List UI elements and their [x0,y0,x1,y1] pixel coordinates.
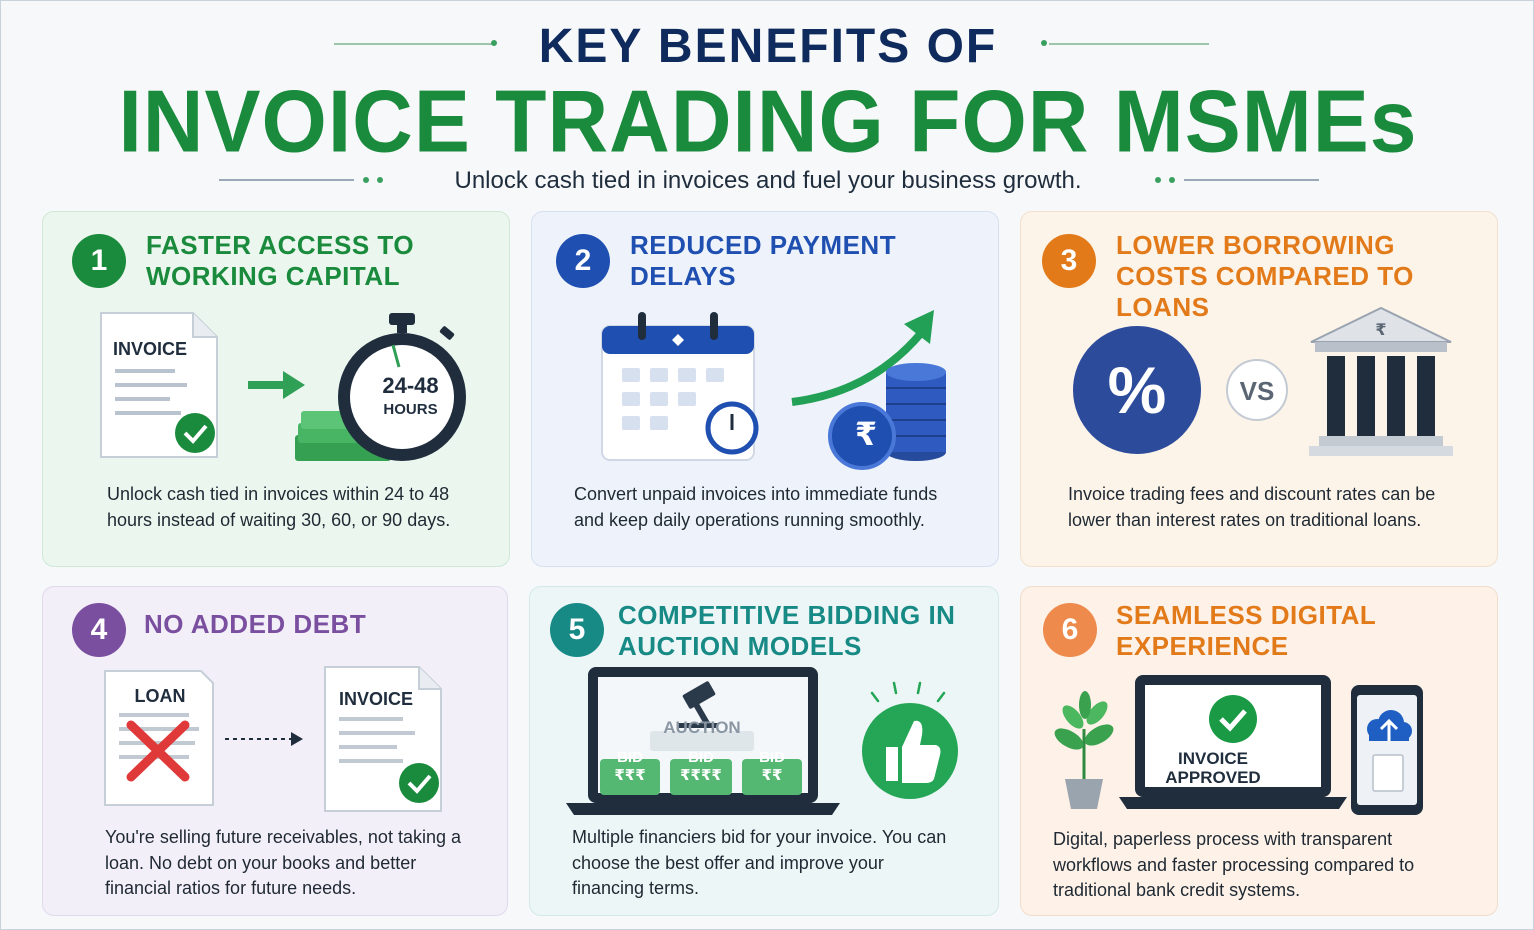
bid-card-2: BID ₹₹₹₹ [670,749,732,785]
card-description: Convert unpaid invoices into immediate f… [574,484,938,530]
decor-line [1184,179,1319,181]
bid-label: BID [759,749,785,766]
clock-icon [705,401,759,455]
invoice-label: INVOICE [338,689,413,709]
bid-cards [600,759,802,795]
invoice-document-icon [324,666,442,812]
card-number: 5 [550,603,604,657]
card-description: Unlock cash tied in invoices within 24 t… [107,484,451,530]
decor-dot [363,177,369,183]
card-illustration [601,310,946,470]
page-subtitle: Unlock cash tied in invoices and fuel yo… [454,167,1082,194]
bid-amount: ₹₹ [761,767,783,784]
decor-line [334,43,494,45]
timer-value: 24-48 [382,373,439,398]
card-title: REDUCED PAYMENT DELAYS [630,230,897,291]
card-description: Multiple financiers bid for your invoice… [572,827,947,898]
rupee-coin-icon [828,363,946,470]
card-description: Digital, paperless process with transpar… [1053,829,1415,900]
percent-symbol: % [1107,353,1167,427]
screen-label: INVOICE [1178,749,1248,768]
stopwatch-icon [338,313,466,461]
decor-dot [491,40,497,46]
benefit-card-4: 4 NO ADDED DEBT LOAN INVOICE [42,586,508,916]
loan-label: LOAN [134,686,186,706]
invoice-document-icon [100,312,218,458]
invoice-label: INVOICE [113,339,188,359]
card-illustration [1073,306,1453,456]
header: KEY BENEFITS OF INVOICE TRADING FOR MSME… [1,1,1534,206]
decor-dot [377,177,383,183]
card-title: NO ADDED DEBT [144,609,367,639]
plant-icon [1054,691,1114,809]
thumbs-up-icon [862,681,958,799]
card-number: 1 [72,234,126,288]
card-title: FASTER ACCESS TO WORKING CAPITAL [146,230,415,291]
approved-screen: INVOICE APPROVED [1153,749,1273,787]
card-title: COMPETITIVE BIDDING IN AUCTION MODELS [618,600,956,661]
benefit-card-2: 2 REDUCED PAYMENT DELAYS [531,211,999,567]
benefit-card-5: 5 COMPETITIVE BIDDING IN AUCTION MODELS [529,586,999,916]
rupee-symbol: ₹ [854,416,878,452]
decor-dot [1155,177,1161,183]
bank-rupee-symbol: ₹ [1375,322,1387,339]
card-illustration [1054,675,1423,815]
auction-banner [650,731,754,751]
laptop-icon [1119,675,1347,809]
phone-icon [1351,685,1423,815]
bid-label: BID [617,749,643,766]
screen-label: APPROVED [1165,768,1261,787]
vs-label: VS [1239,376,1275,406]
card-description: Invoice trading fees and discount rates … [1068,484,1436,530]
dotted-arrow-icon [225,732,303,746]
card-title: SEAMLESS DIGITAL EXPERIENCE [1116,600,1376,661]
page-title-top: KEY BENEFITS OF [538,20,998,73]
cross-icon [126,720,190,782]
bid-amount: ₹₹₹ [614,767,646,784]
vs-badge [1226,359,1288,421]
card-number: 4 [72,603,126,657]
cloud-upload-icon [1367,710,1412,741]
page-title: INVOICE TRADING FOR MSMEs [118,71,1418,171]
decor-dot [1041,40,1047,46]
percent-icon [1073,326,1201,454]
bid-label: BID [688,749,714,766]
benefit-card-3: 3 LOWER BORROWING COSTS COMPARED TO LOAN… [1020,211,1498,567]
card-number: 2 [556,234,610,288]
card-number: 6 [1043,603,1097,657]
bid-card-3: BID ₹₹ [742,749,802,785]
card-illustration [566,667,958,815]
gavel-icon [678,681,718,728]
benefit-card-6: 6 SEAMLESS DIGITAL EXPERIENCE [1020,586,1498,916]
card-illustration [104,666,442,812]
arrow-right-icon [248,371,305,399]
timer-unit: HOURS [383,401,438,418]
decor-line [219,179,354,181]
benefit-card-1: 1 FASTER ACCESS TO WORKING CAPITAL [42,211,510,567]
bid-card-1: BID ₹₹₹ [600,749,660,785]
bank-icon [1309,306,1453,456]
card-title: LOWER BORROWING COSTS COMPARED TO LOANS [1116,230,1414,322]
auction-label: AUCTION [663,718,741,737]
card-description: You're selling future receivables, not t… [105,827,461,898]
card-number: 3 [1042,234,1096,288]
growth-arrow-icon [791,310,934,406]
decor-line [1049,43,1209,45]
decor-dot [1169,177,1175,183]
card-illustration [100,312,466,461]
bid-amount: ₹₹₹₹ [680,767,722,784]
